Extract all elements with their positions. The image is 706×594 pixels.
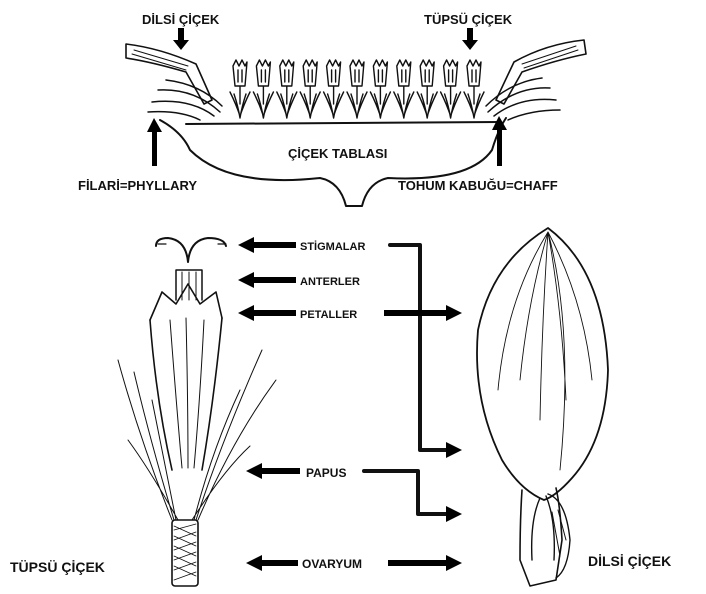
chaff-label: TOHUM KABUĞU=CHAFF xyxy=(398,178,558,193)
stigmalar-label: STİGMALAR xyxy=(300,240,365,253)
head-ray-arrow xyxy=(173,28,189,50)
disc-flower-label: TÜPSÜ ÇİÇEK xyxy=(10,559,105,575)
stigmalar-connector xyxy=(390,245,448,450)
papus-right-arrow xyxy=(446,506,462,522)
papus-label: PAPUS xyxy=(306,466,346,480)
disc-flowers-row xyxy=(230,60,484,118)
disc-floret-drawing xyxy=(253,60,273,118)
disc-floret-drawing xyxy=(441,60,461,118)
petaller-right-arrow xyxy=(384,305,462,321)
left-ray-flower-drawing xyxy=(126,44,212,104)
anterler-arrow xyxy=(238,272,296,288)
petaller-left-arrow xyxy=(238,305,296,321)
stigmalar-right-arrow xyxy=(446,442,462,458)
receptacle-label: ÇİÇEK TABLASI xyxy=(288,146,387,161)
ovaryum-label: OVARYUM xyxy=(302,557,362,571)
ray-flower-drawing xyxy=(477,228,608,586)
disc-floret-drawing xyxy=(230,60,250,118)
ovaryum-left-arrow xyxy=(246,555,298,571)
disc-floret-drawing xyxy=(324,60,344,118)
petaller-label: PETALLER xyxy=(300,309,357,321)
anterler-label: ANTERLER xyxy=(300,276,360,288)
right-ray-flower-drawing xyxy=(496,40,586,104)
disc-floret-drawing xyxy=(417,60,437,118)
phyllary-label: FİLARİ=PHYLLARY xyxy=(78,178,197,193)
disc-floret-drawing xyxy=(394,60,414,118)
head-disc-arrow xyxy=(462,28,478,50)
disc-floret-drawing xyxy=(347,60,367,118)
head-disc-flower-label: TÜPSÜ ÇİÇEK xyxy=(424,12,513,27)
disc-flower-drawing xyxy=(118,238,276,586)
disc-floret-drawing xyxy=(300,60,320,118)
phyllary-arrow xyxy=(147,118,162,166)
stigmalar-left-arrow xyxy=(238,237,296,253)
papus-left-arrow xyxy=(246,463,300,479)
ovaryum-right-arrow xyxy=(388,555,462,571)
papus-connector xyxy=(364,471,448,514)
head-ray-flower-label: DİLSİ ÇİÇEK xyxy=(142,12,220,27)
disc-floret-drawing xyxy=(277,60,297,118)
disc-floret-drawing xyxy=(370,60,390,118)
disc-floret-drawing xyxy=(464,60,484,118)
ray-flower-label: DİLSİ ÇİÇEK xyxy=(588,553,671,569)
